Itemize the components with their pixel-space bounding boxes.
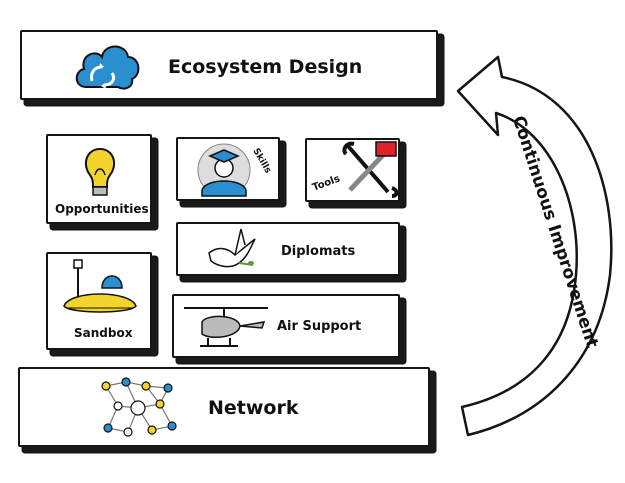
opportunities-label: Opportunities [55, 202, 149, 216]
sandbox-label: Sandbox [74, 326, 133, 340]
ecosystem-design-label: Ecosystem Design [168, 56, 363, 78]
diplomats-box [176, 222, 400, 276]
helicopter-icon [184, 307, 268, 347]
diplomats-label: Diplomats [281, 244, 356, 259]
continuous-improvement-arrow [456, 55, 613, 437]
tools-icon [342, 141, 399, 198]
lightbulb-icon [84, 147, 116, 196]
dove-icon [208, 228, 256, 268]
air-support-label: Air Support [277, 319, 362, 334]
network-box [18, 367, 430, 447]
cloud-cycle-icon [75, 45, 140, 90]
graduate-icon [197, 143, 251, 197]
network-label: Network [208, 397, 299, 419]
network-icon [101, 377, 177, 437]
sandbox-icon [63, 259, 137, 313]
